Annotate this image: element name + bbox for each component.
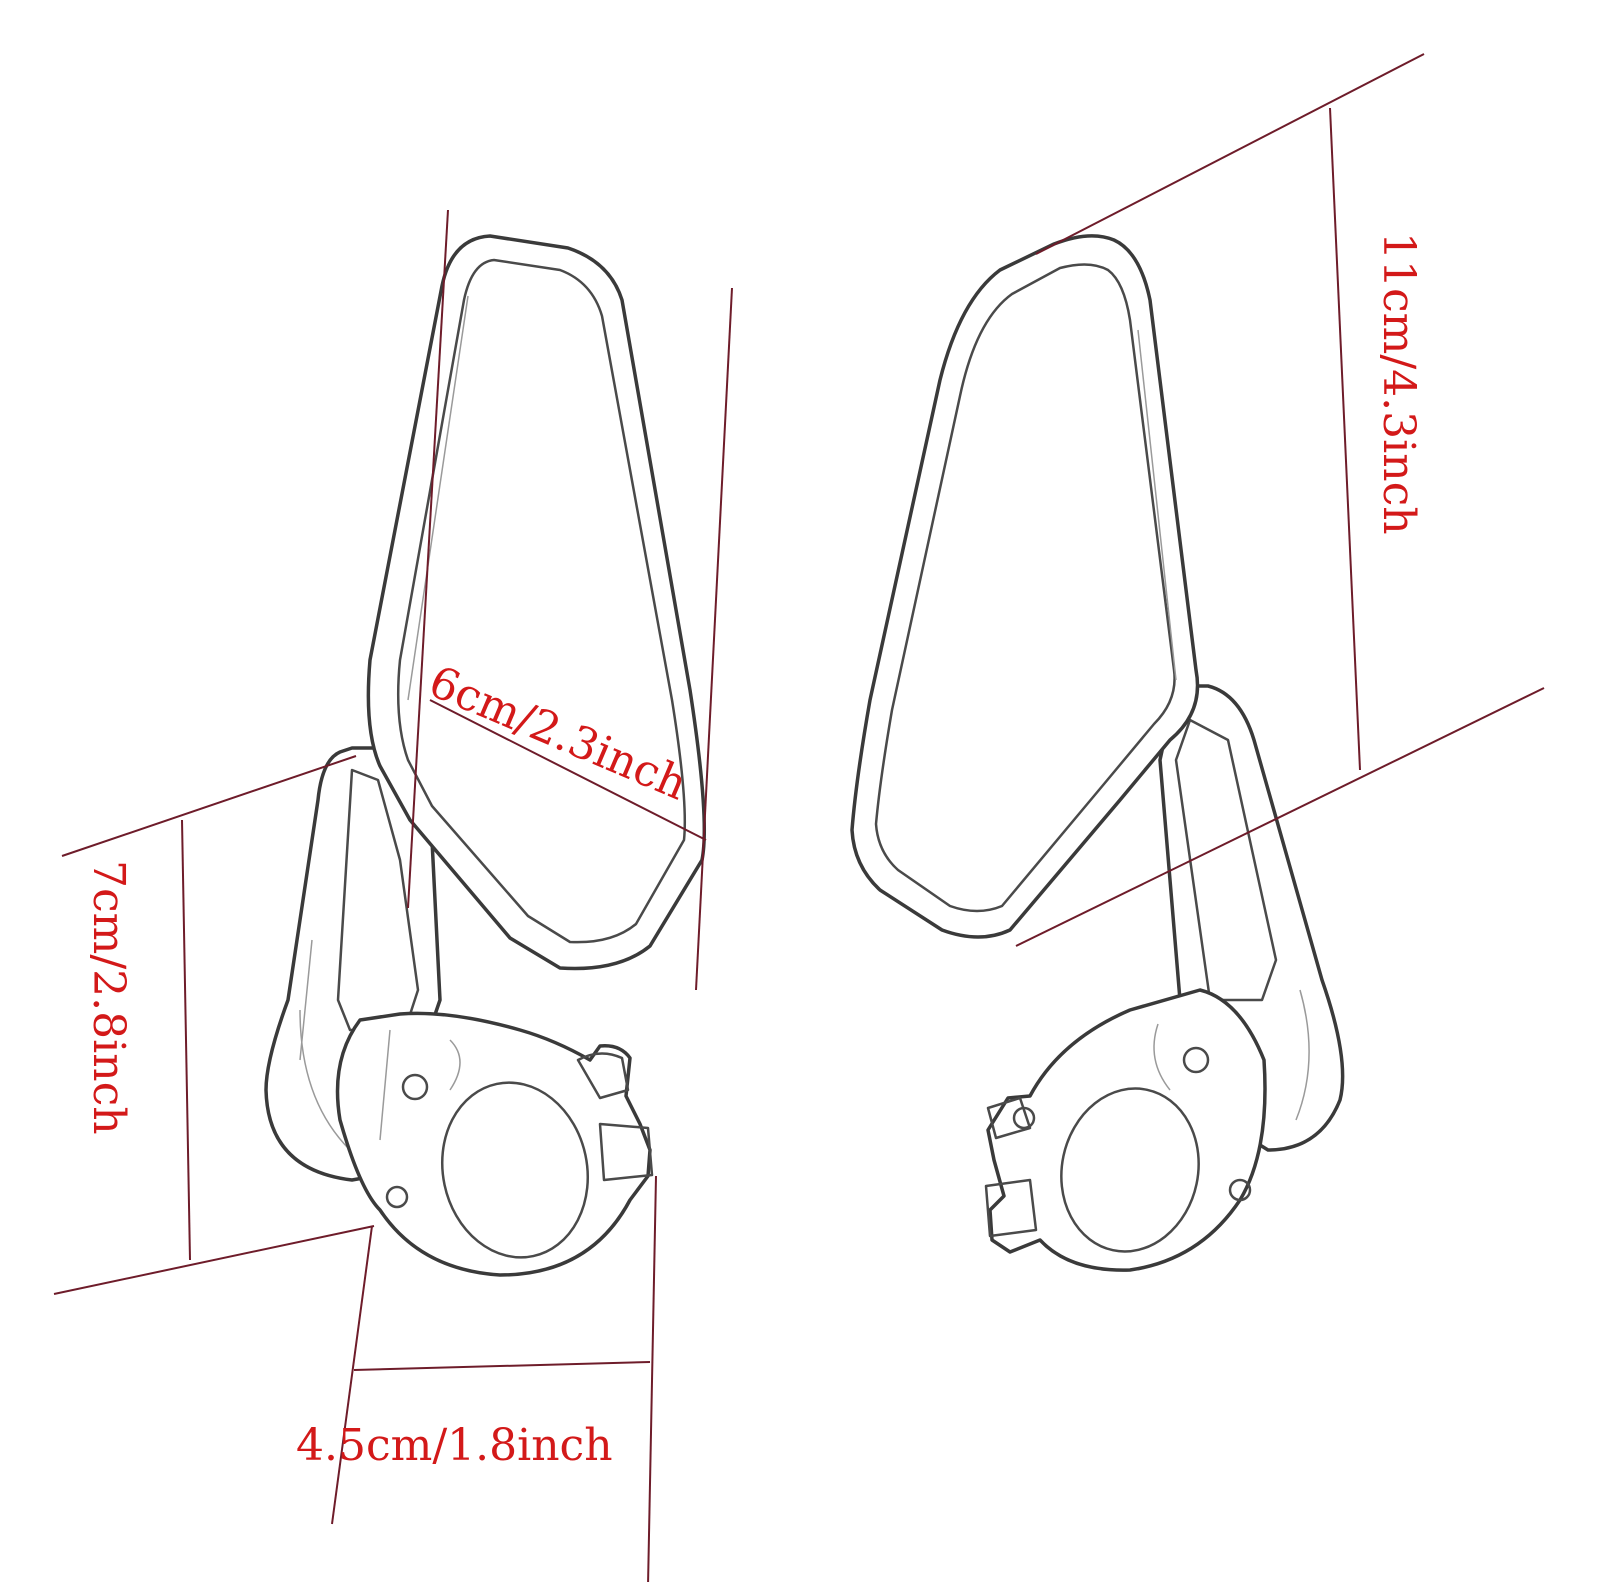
right-mirror-clamp [984, 988, 1267, 1272]
left-mirror-head [366, 234, 707, 971]
width-extension-right [695, 287, 733, 991]
height-arm-measure-line [181, 819, 191, 1261]
height-arm-extension-top [61, 755, 357, 857]
clamp-measure-line [353, 1361, 651, 1371]
clamp-width-label: 4.5cm/1.8inch [296, 1420, 613, 1471]
left-mirror [264, 234, 707, 1277]
height-arm-label: 7cm/2.8inch [83, 860, 134, 1135]
height-arm-extension-bottom [53, 1225, 375, 1295]
left-mirror-clamp [335, 1011, 654, 1277]
height-mirror-extension-bottom [1015, 687, 1545, 947]
height-mirror-extension-top [1035, 53, 1425, 255]
height-mirror-measure-line [1329, 107, 1361, 771]
clamp-extension-right [647, 1175, 657, 1582]
right-mirror [850, 234, 1345, 1272]
width-measure-line [429, 699, 707, 841]
dimension-lines [53, 53, 1545, 1582]
right-mirror-head [850, 234, 1200, 939]
width-extension-left [407, 209, 449, 909]
clamp-extension-left [331, 1225, 373, 1525]
height-mirror-label: 11cm/4.3inch [1373, 232, 1424, 535]
